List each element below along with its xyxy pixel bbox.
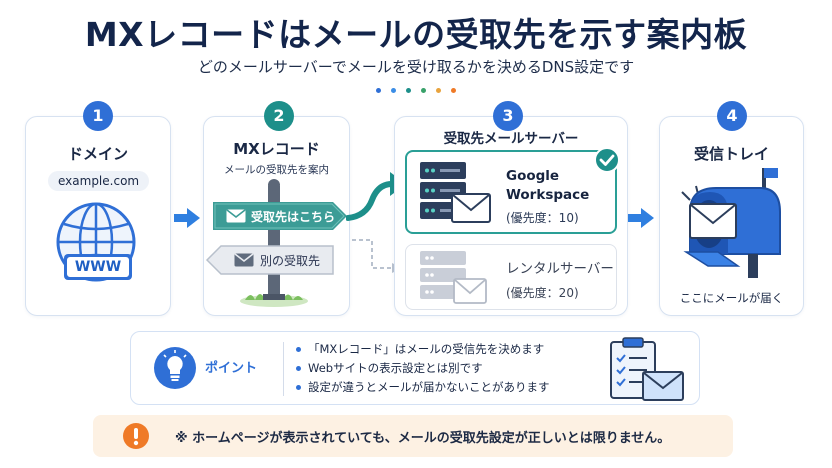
globe-icon — [56, 202, 136, 282]
mail-icon — [226, 209, 246, 223]
step-number-4: 4 — [717, 101, 747, 131]
domain-pill: example.com — [48, 171, 150, 191]
check-icon — [594, 147, 620, 173]
warning-text: ※ ホームページが表示されていても、メールの受取先設定が正しいとは限りません。 — [175, 431, 671, 446]
step-title-inbox: 受信トレイ — [693, 145, 769, 163]
dot — [421, 88, 426, 93]
step-number-2: 2 — [264, 101, 294, 131]
server-primary-priority: (優先度：10) — [506, 211, 579, 225]
dot — [376, 88, 381, 93]
sign-primary-label: 受取先はこちら — [251, 210, 336, 224]
mail-icon — [234, 253, 254, 267]
inbox-caption: ここにメールが届く — [679, 291, 784, 305]
divider — [283, 342, 284, 396]
step-number-1: 1 — [83, 101, 113, 131]
dot — [406, 88, 411, 93]
server-alternate-name: レンタルサーバー — [506, 261, 614, 277]
step-title-domain: ドメイン — [67, 145, 128, 163]
server-rack-icon — [420, 162, 491, 223]
page-subtitle: どのメールサーバーでメールを受け取るかを決めるDNS設定です — [197, 58, 635, 76]
dot — [451, 88, 456, 93]
point-item: 「MXレコード」はメールの受信先を決めます — [296, 340, 550, 359]
point-item: Webサイトの表示設定とは別です — [296, 359, 550, 378]
lightbulb-icon — [154, 347, 196, 389]
mailbox-icon — [681, 168, 781, 278]
mx-caption: メールの受取先を案内 — [224, 164, 329, 176]
server-primary-name-line2: Workspace — [506, 187, 590, 203]
signpost-icon — [205, 179, 347, 307]
point-item: 設定が違うとメールが届かないことがあります — [296, 378, 550, 397]
dot — [436, 88, 441, 93]
server-rack-icon — [420, 251, 487, 304]
www-badge: WWW — [74, 259, 122, 275]
point-box: ポイント 「MXレコード」はメールの受信先を決めます Webサイトの表示設定とは… — [130, 331, 700, 405]
point-label: ポイント — [205, 361, 258, 376]
clipboard-icon — [610, 337, 684, 401]
point-list: 「MXレコード」はメールの受信先を決めます Webサイトの表示設定とは別です 設… — [296, 340, 550, 397]
decorative-dots — [0, 88, 832, 93]
server-alternate-priority: (優先度：20) — [506, 286, 579, 300]
warning-icon — [123, 423, 149, 449]
arrow-right-icon — [174, 208, 200, 228]
step-title-mx: MXレコード — [233, 140, 320, 158]
dot — [391, 88, 396, 93]
step-title-servers: 受取先メールサーバー — [443, 131, 579, 147]
arrow-right-icon — [628, 208, 654, 228]
sign-secondary-label: 別の受取先 — [260, 254, 321, 268]
warning-banner: ※ ホームページが表示されていても、メールの受取先設定が正しいとは限りません。 — [93, 415, 733, 457]
page-title: MXレコードはメールの受取先を示す案内板 — [84, 15, 748, 54]
step-number-3: 3 — [493, 101, 523, 131]
server-primary-name-line1: Google — [506, 168, 560, 184]
